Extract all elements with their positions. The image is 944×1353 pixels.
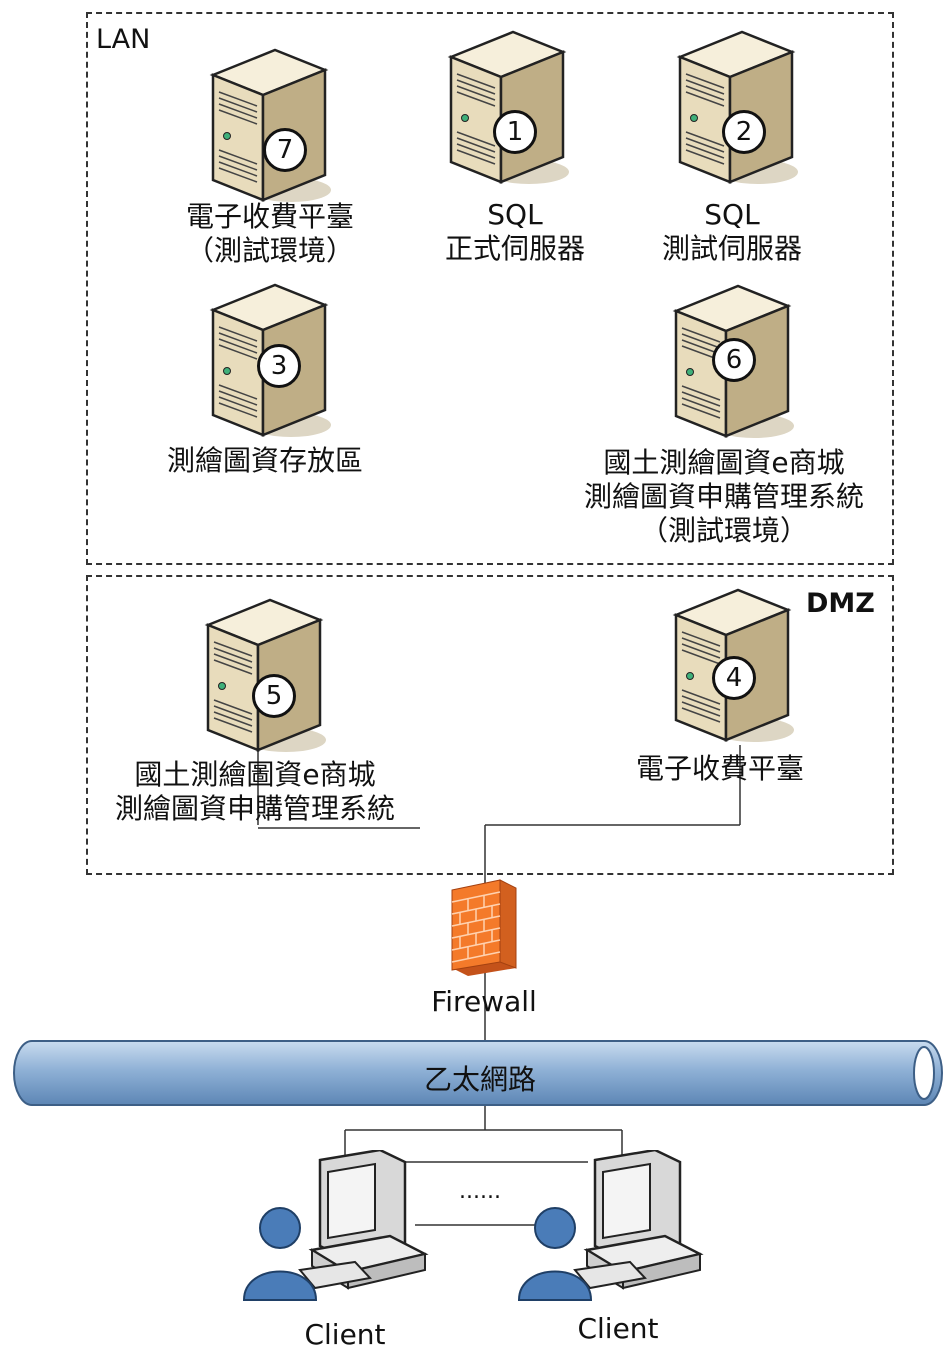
server-6-label: 國土測繪圖資e商城 測繪圖資申購管理系統 （測試環境） [556, 446, 892, 548]
server-3-label: 測繪圖資存放區 [120, 444, 410, 478]
server-icon [206, 598, 328, 754]
client-1[interactable] [240, 1150, 430, 1320]
server-icon [211, 48, 333, 204]
network-label: 乙太網路 [423, 1063, 536, 1096]
lan-zone [86, 12, 894, 565]
label-line: （測試環境） [185, 234, 354, 267]
label-line: SQL [487, 198, 543, 231]
workstation-icon [517, 1150, 702, 1302]
workstation-icon [242, 1150, 427, 1302]
label-line: 電子收費平臺 [185, 200, 354, 233]
server-4[interactable]: 4 [668, 580, 798, 745]
dmz-label: DMZ [806, 588, 875, 619]
firewall-label: Firewall [431, 985, 537, 1018]
network-pipe-icon [13, 1040, 943, 1106]
server-4-label: 電子收費平臺 [600, 752, 840, 786]
label-line: 電子收費平臺 [635, 752, 804, 785]
label-line: 國土測繪圖資e商城 [134, 758, 376, 791]
server-6[interactable]: 6 [668, 276, 798, 441]
more-clients-ellipsis: ...... [459, 1179, 501, 1204]
label-line: 測繪圖資申購管理系統 [114, 792, 395, 825]
server-icon [678, 30, 800, 186]
label-line: 國土測繪圖資e商城 [603, 446, 845, 479]
server-number-badge: 6 [712, 338, 756, 382]
client-1-label: Client [304, 1318, 386, 1351]
server-3[interactable]: 3 [205, 275, 335, 440]
client-2-label: Client [577, 1312, 659, 1345]
server-number-badge: 3 [257, 344, 301, 388]
ethernet-bus[interactable] [12, 1038, 944, 1112]
server-5-label: 國土測繪圖資e商城 測繪圖資申購管理系統 [80, 758, 430, 826]
lan-label: LAN [96, 24, 151, 55]
server-number-badge: 2 [722, 110, 766, 154]
server-7-label: 電子收費平臺 （測試環境） [140, 200, 400, 268]
label-line: SQL [704, 198, 760, 231]
server-2[interactable]: 2 [672, 22, 802, 187]
server-1-label: SQL 正式伺服器 [395, 198, 635, 266]
label-line: （測試環境） [639, 514, 808, 547]
server-number-badge: 7 [263, 128, 307, 172]
server-number-badge: 4 [712, 656, 756, 700]
label-line: 測繪圖資存放區 [166, 444, 363, 477]
server-5[interactable]: 5 [200, 590, 330, 755]
server-number-badge: 5 [252, 674, 296, 718]
client-2[interactable] [515, 1150, 705, 1320]
dmz-zone [86, 575, 894, 875]
server-1[interactable]: 1 [443, 22, 573, 187]
server-2-label: SQL 測試伺服器 [612, 198, 852, 266]
label-line: 測試伺服器 [661, 232, 802, 265]
label-line: 測繪圖資申購管理系統 [583, 480, 864, 513]
firewall-icon [451, 879, 517, 976]
server-7[interactable]: 7 [205, 40, 335, 205]
label-line: 正式伺服器 [444, 232, 585, 265]
server-icon [449, 30, 571, 186]
firewall[interactable] [448, 878, 520, 976]
server-number-badge: 1 [493, 110, 537, 154]
